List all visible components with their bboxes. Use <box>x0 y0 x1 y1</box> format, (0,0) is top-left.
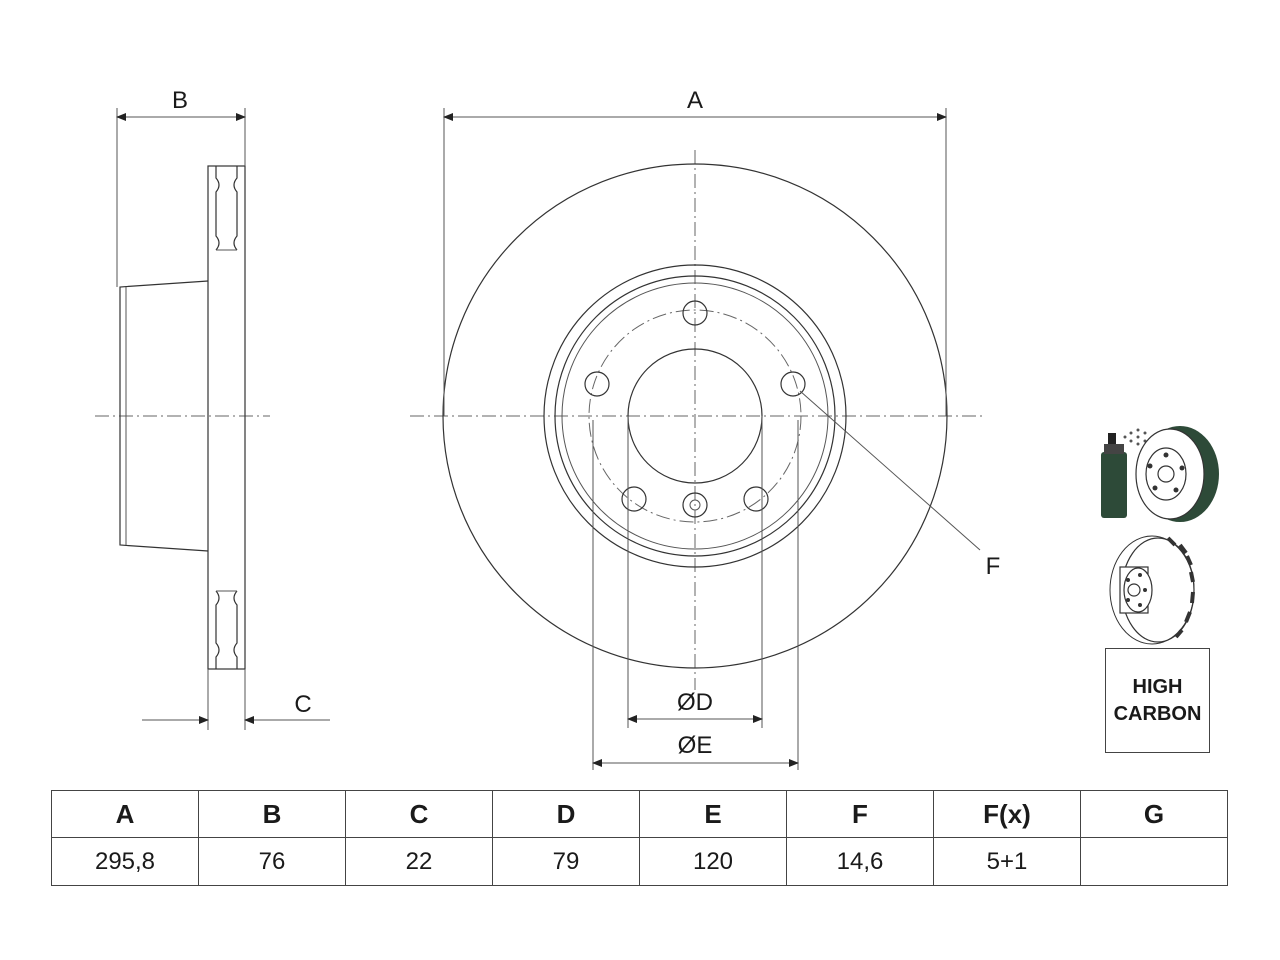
badge-line-2: CARBON <box>1113 702 1202 725</box>
dim-label-a: A <box>687 87 703 114</box>
table-cell: 120 <box>639 837 787 886</box>
table-header-cell: A <box>51 790 199 838</box>
table-header-cell: F(x) <box>933 790 1081 838</box>
dim-label-f: F <box>986 553 1001 580</box>
bolt-hole <box>780 371 806 397</box>
locating-hole <box>682 492 708 518</box>
high-carbon-badge: HIGH CARBON <box>1105 648 1210 753</box>
table-header-cell: E <box>639 790 787 838</box>
spray-coating-icon <box>1101 426 1219 522</box>
dim-label-c: C <box>294 691 311 718</box>
spec-table: A B C D E F F(x) G 295,8 76 22 79 120 14… <box>51 790 1228 886</box>
bolt-hole <box>682 300 708 326</box>
table-header-cell: D <box>492 790 640 838</box>
table-row: 295,8 76 22 79 120 14,6 5+1 <box>51 837 1228 886</box>
side-view: B C <box>95 87 330 730</box>
bolt-hole <box>584 371 610 397</box>
dim-label-b: B <box>172 87 188 114</box>
table-cell: 14,6 <box>786 837 934 886</box>
front-view: A ØD ØE F <box>410 87 1000 770</box>
table-header-cell: C <box>345 790 493 838</box>
bolt-hole <box>621 486 647 512</box>
dim-label-e: ØE <box>678 732 713 759</box>
table-cell: 5+1 <box>933 837 1081 886</box>
table-header-cell: G <box>1080 790 1228 838</box>
dim-label-d: ØD <box>677 689 713 716</box>
vented-disc-icon <box>1109 535 1195 645</box>
table-header-row: A B C D E F F(x) G <box>51 790 1228 838</box>
disc-outer-edge <box>442 163 948 669</box>
table-cell: 79 <box>492 837 640 886</box>
table-header-cell: F <box>786 790 934 838</box>
bolt-hole <box>743 486 769 512</box>
table-cell: 76 <box>198 837 346 886</box>
table-cell: 295,8 <box>51 837 199 886</box>
table-header-cell: B <box>198 790 346 838</box>
table-cell <box>1080 837 1228 886</box>
table-cell: 22 <box>345 837 493 886</box>
badge-line-1: HIGH <box>1132 675 1183 698</box>
